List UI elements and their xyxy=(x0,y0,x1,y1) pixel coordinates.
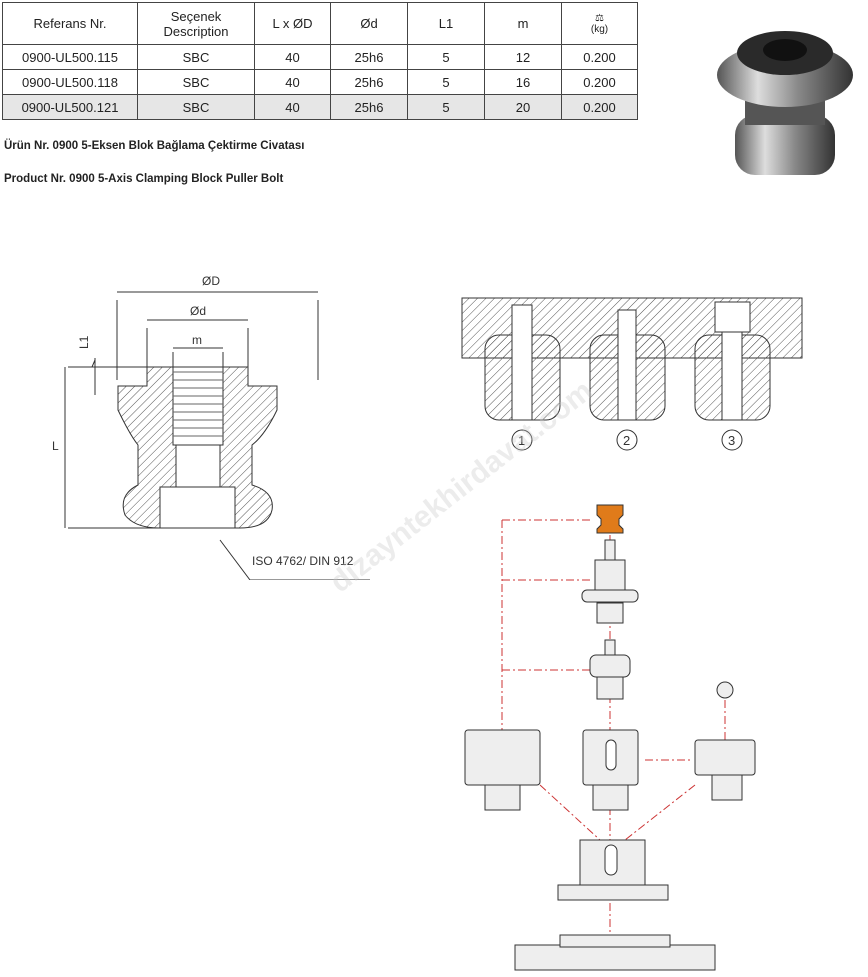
dim-d-label: Ød xyxy=(190,304,206,318)
section-drawing: ØD Ød m L1 L ISO 4762/ DIN 912 xyxy=(52,274,370,580)
weight-unit: (kg) xyxy=(590,23,609,35)
cell: SBC xyxy=(137,69,255,95)
cell: 0900-UL500.115 xyxy=(2,44,138,70)
cell: 0900-UL500.118 xyxy=(2,69,138,95)
col-weight: ⚖(kg) xyxy=(561,2,638,45)
cell: 0900-UL500.121 xyxy=(2,94,138,120)
cell: 12 xyxy=(484,44,562,70)
cell: 0.200 xyxy=(561,44,638,70)
variant-number: 1 xyxy=(518,433,525,448)
puller-bolt-part xyxy=(596,504,624,534)
variant-1: 1 xyxy=(484,304,561,451)
scale-icon: ⚖ xyxy=(595,12,604,24)
cell: 25h6 xyxy=(330,94,408,120)
title-en: Product Nr. 0900 5-Axis Clamping Block P… xyxy=(4,173,284,185)
col-l1: L1 xyxy=(407,2,485,45)
col-ref: Referans Nr. xyxy=(2,2,138,45)
cell: 40 xyxy=(254,69,331,95)
cell: 5 xyxy=(407,69,485,95)
cell: 0.200 xyxy=(561,94,638,120)
dim-L-label: L xyxy=(52,439,59,453)
variant-2: 2 xyxy=(589,309,666,451)
cell: 25h6 xyxy=(330,44,408,70)
cell: 0.200 xyxy=(561,69,638,95)
cell: 5 xyxy=(407,44,485,70)
cell: 5 xyxy=(407,94,485,120)
mounting-variants-drawing: 1 2 3 xyxy=(461,297,803,451)
title-tr: Ürün Nr. 0900 5-Eksen Blok Bağlama Çekti… xyxy=(4,140,305,152)
cell: 40 xyxy=(254,94,331,120)
exploded-assembly-drawing xyxy=(464,504,756,971)
cell: SBC xyxy=(137,94,255,120)
cell: SBC xyxy=(137,44,255,70)
cell: 40 xyxy=(254,44,331,70)
header-tr: Seçenek xyxy=(170,8,222,24)
cell: 25h6 xyxy=(330,69,408,95)
cell: 20 xyxy=(484,94,562,120)
col-lxd: L x ØD xyxy=(254,2,331,45)
header-en: Description xyxy=(163,23,229,39)
cell: 16 xyxy=(484,69,562,95)
dim-L1-label: L1 xyxy=(77,335,91,349)
col-m: m xyxy=(484,2,562,45)
variant-number: 2 xyxy=(623,433,630,448)
dim-D-label: ØD xyxy=(202,274,220,288)
col-d: Ød xyxy=(330,2,408,45)
product-photo xyxy=(717,31,853,175)
dim-m-label: m xyxy=(192,333,202,347)
screw-note: ISO 4762/ DIN 912 xyxy=(252,554,354,568)
variant-3: 3 xyxy=(694,301,771,451)
variant-number: 3 xyxy=(728,433,735,448)
